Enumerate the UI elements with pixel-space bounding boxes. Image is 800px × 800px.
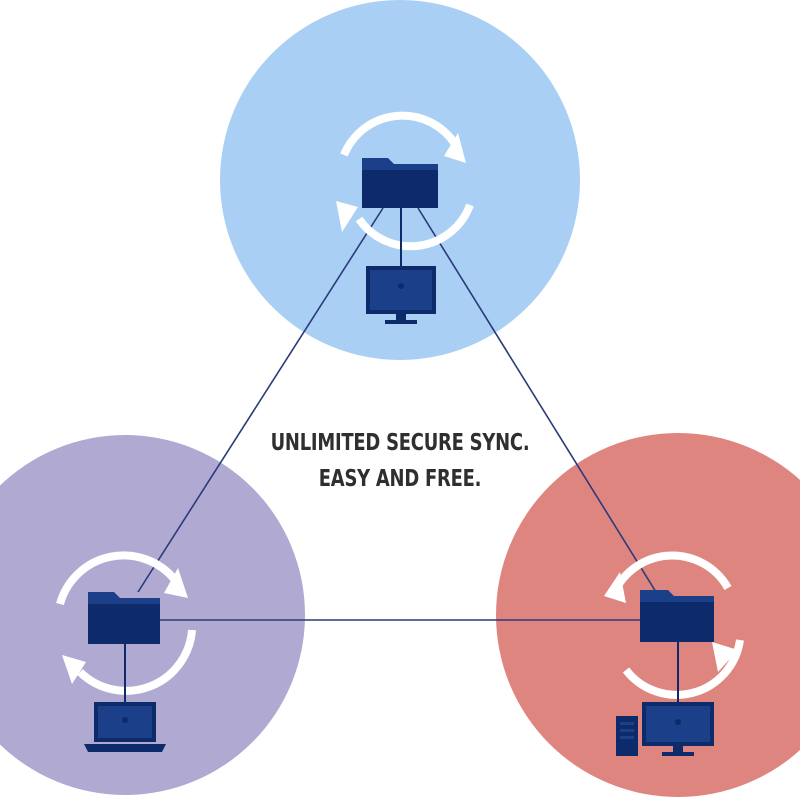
sync-arrows-icon	[56, 551, 196, 695]
connector-top-right	[417, 207, 657, 593]
connector-lines	[137, 207, 657, 621]
node-top	[336, 111, 474, 324]
tagline-line-1: UNLIMITED SECURE SYNC.	[270, 430, 530, 456]
desktop-tower-icon	[616, 702, 714, 756]
tagline: UNLIMITED SECURE SYNC. EASY AND FREE.	[88, 425, 712, 497]
sync-arrows-icon	[336, 111, 474, 251]
node-right	[604, 551, 744, 756]
laptop-icon	[84, 702, 166, 752]
tagline-line-2: EASY AND FREE.	[318, 466, 482, 492]
monitor-icon	[366, 266, 436, 324]
folder-icon	[88, 592, 160, 644]
folder-icon	[362, 158, 438, 208]
sync-arrows-icon	[604, 551, 744, 699]
connector-top-left	[137, 207, 384, 593]
node-left	[56, 551, 196, 752]
folder-icon	[640, 590, 714, 642]
